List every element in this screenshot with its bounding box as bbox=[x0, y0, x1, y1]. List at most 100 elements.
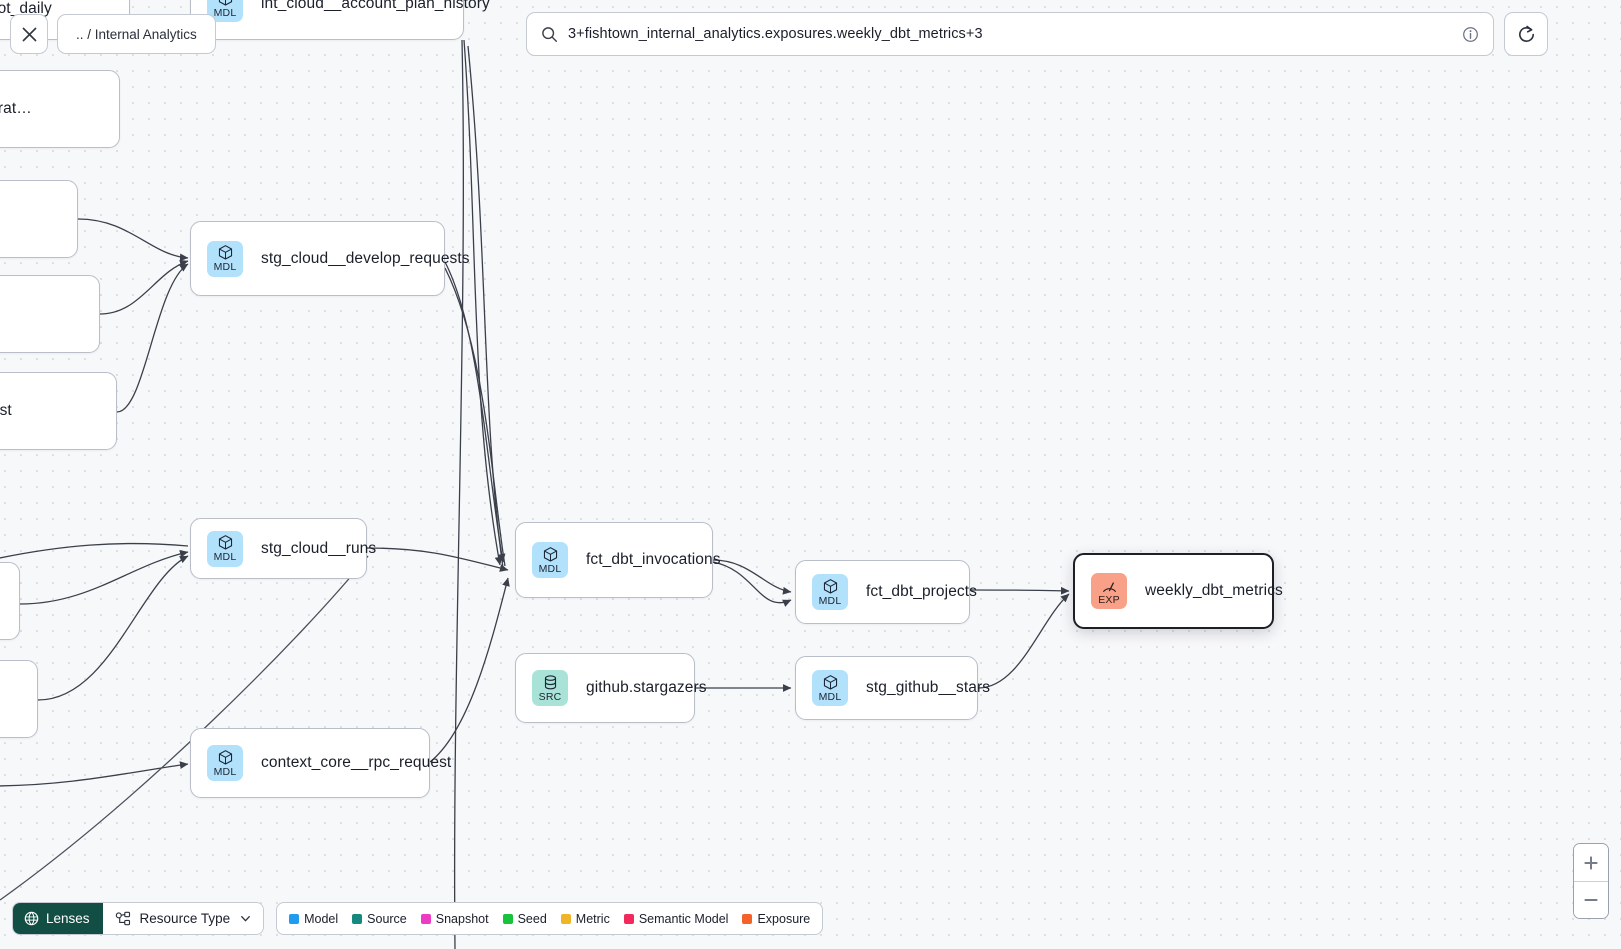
lineage-node-int_cloud__account_plan_history[interactable]: MDL int_cloud__account_plan_history bbox=[190, 0, 490, 40]
legend-swatch bbox=[502, 913, 513, 924]
node-type-abbr: MDL bbox=[538, 562, 562, 575]
legend-label: Metric bbox=[575, 911, 610, 926]
lens-group: Lenses Resource Type bbox=[12, 902, 265, 935]
top-toolbar: .. / Internal Analytics bbox=[0, 0, 1621, 68]
node-type-abbr: MDL bbox=[213, 551, 237, 564]
lineage-node-multicell_migrat[interactable]: multicell_migrat… bbox=[0, 70, 120, 148]
lineage-node-fct_dbt_projects[interactable]: MDL fct_dbt_projects bbox=[795, 560, 977, 624]
node-type-abbr: MDL bbox=[213, 261, 237, 274]
node-label: fct_dbt_invocations bbox=[586, 551, 721, 568]
node-type-abbr: EXP bbox=[1098, 593, 1120, 606]
node-type-badge-exp: EXP bbox=[1091, 573, 1127, 609]
refresh-icon bbox=[1518, 25, 1534, 42]
zoom-out-button[interactable] bbox=[1574, 881, 1608, 918]
legend-item-semantic-model[interactable]: Semantic Model bbox=[623, 911, 729, 926]
node-type-abbr: MDL bbox=[213, 6, 237, 19]
lens-icon bbox=[24, 911, 39, 926]
node-type-abbr: SRC bbox=[538, 690, 562, 703]
legend-swatch bbox=[352, 913, 363, 924]
cube-icon bbox=[217, 0, 234, 7]
legend-label: Semantic Model bbox=[638, 911, 729, 926]
cube-icon bbox=[822, 674, 839, 691]
lineage-node-github.stargazers[interactable]: SRC github.stargazers bbox=[515, 653, 707, 723]
close-button[interactable] bbox=[10, 14, 48, 54]
lenses-label: Lenses bbox=[46, 911, 90, 926]
cube-icon bbox=[217, 534, 234, 551]
search-input[interactable] bbox=[568, 26, 1452, 42]
minus-icon bbox=[1584, 899, 1598, 901]
legend-label: Source bbox=[367, 911, 407, 926]
database-icon bbox=[542, 674, 559, 691]
node-label: snapshot_daily bbox=[0, 0, 52, 17]
breadcrumb-label: .. / Internal Analytics bbox=[76, 26, 197, 42]
node-type-badge-mdl: MDL bbox=[812, 670, 848, 706]
node-label: multicell_migrat… bbox=[0, 100, 32, 117]
node-type-abbr: MDL bbox=[818, 690, 842, 703]
lineage-node-weekly_dbt_metrics[interactable]: EXP weekly_dbt_metrics bbox=[1073, 553, 1283, 629]
legend-item-snapshot[interactable]: Snapshot bbox=[420, 911, 489, 926]
node-type-badge-src: SRC bbox=[532, 670, 568, 706]
resource-type-dropdown[interactable]: Resource Type bbox=[102, 903, 264, 934]
lineage-node-cut_run_left[interactable]: n bbox=[0, 562, 20, 640]
legend-swatch bbox=[742, 913, 753, 924]
node-label: _develop_request bbox=[0, 402, 12, 419]
lineage-node-cut_run_left2[interactable]: _run bbox=[0, 660, 38, 738]
node-type-badge-mdl: MDL bbox=[207, 0, 243, 22]
cube-icon bbox=[217, 244, 234, 261]
legend-swatch bbox=[289, 913, 300, 924]
node-type-badge-mdl: MDL bbox=[812, 574, 848, 610]
resource-type-label: Resource Type bbox=[139, 911, 231, 926]
node-type-badge-mdl: MDL bbox=[207, 530, 243, 567]
node-label: int_cloud__account_plan_history bbox=[261, 0, 490, 12]
breadcrumb[interactable]: .. / Internal Analytics bbox=[57, 14, 216, 54]
cube-icon bbox=[217, 749, 234, 766]
lineage-node-develop_request_a[interactable]: p_request bbox=[0, 180, 78, 258]
zoom-in-button[interactable] bbox=[1574, 844, 1608, 881]
legend-item-seed[interactable]: Seed bbox=[502, 911, 547, 926]
legend-swatch bbox=[623, 913, 634, 924]
node-type-badge-mdl: MDL bbox=[207, 745, 243, 781]
refresh-button[interactable] bbox=[1504, 12, 1548, 56]
search-bar[interactable] bbox=[526, 12, 1494, 56]
node-label: stg_cloud__develop_requests bbox=[261, 249, 470, 267]
legend-item-exposure[interactable]: Exposure bbox=[742, 912, 810, 926]
node-label: github.stargazers bbox=[586, 679, 707, 696]
bottom-toolbar: Lenses Resource Type Model Source Snapshot… bbox=[12, 902, 824, 935]
zoom-controls bbox=[1573, 843, 1609, 919]
legend-item-source[interactable]: Source bbox=[352, 912, 407, 926]
legend-label: Seed bbox=[517, 911, 547, 926]
plus-icon bbox=[1584, 855, 1598, 870]
legend-item-metric[interactable]: Metric bbox=[560, 911, 610, 926]
lineage-node-stg_github__stars[interactable]: MDL stg_github__stars bbox=[795, 656, 990, 720]
node-label: weekly_dbt_metrics bbox=[1145, 582, 1283, 599]
lineage-node-develop_request_b[interactable]: velop_request bbox=[0, 275, 100, 353]
legend-item-model[interactable]: Model bbox=[289, 912, 338, 926]
lenses-button[interactable]: Lenses bbox=[13, 903, 103, 934]
node-label: fct_dbt_projects bbox=[866, 583, 978, 600]
chart-line-icon bbox=[1101, 577, 1118, 594]
node-label: stg_github__stars bbox=[866, 679, 991, 696]
cube-icon bbox=[822, 578, 839, 595]
resource-type-legend: Model Source Snapshot Seed Metric Semantic Mo… bbox=[276, 902, 824, 935]
node-type-badge-mdl: MDL bbox=[207, 240, 243, 277]
lineage-node-stg_cloud__develop_requests[interactable]: MDL stg_cloud__develop_requests bbox=[190, 221, 470, 296]
legend-label: Model bbox=[304, 911, 339, 926]
chevron-down-icon bbox=[241, 915, 250, 922]
legend-swatch bbox=[420, 913, 431, 924]
legend-label: Exposure bbox=[757, 911, 811, 926]
legend-swatch bbox=[560, 913, 571, 924]
info-icon[interactable] bbox=[1462, 26, 1479, 43]
legend-label: Snapshot bbox=[435, 911, 489, 926]
search-icon bbox=[542, 26, 558, 42]
cube-icon bbox=[542, 546, 559, 563]
node-label: stg_cloud__runs bbox=[261, 539, 377, 557]
node-type-badge-mdl: MDL bbox=[532, 542, 568, 578]
lineage-node-develop_request_c[interactable]: _develop_request bbox=[0, 372, 117, 450]
nodes-icon bbox=[115, 911, 130, 925]
lineage-node-fct_dbt_invocations[interactable]: MDL fct_dbt_invocations bbox=[515, 522, 721, 598]
node-type-abbr: MDL bbox=[213, 765, 237, 778]
lineage-node-stg_cloud__runs[interactable]: MDL stg_cloud__runs bbox=[190, 518, 376, 579]
